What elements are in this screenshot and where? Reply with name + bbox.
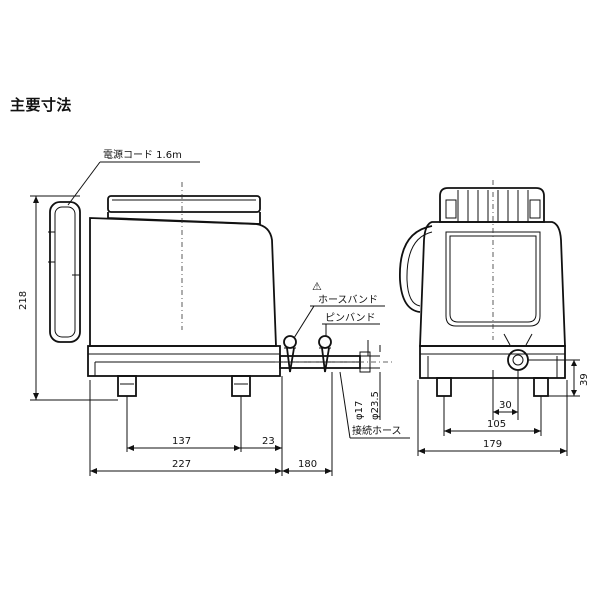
dim-base-length: 137	[126, 396, 242, 452]
front-panel	[445, 231, 541, 327]
dim-base-length-label: 137	[172, 436, 191, 447]
dim-total-length-label: 227	[172, 459, 191, 470]
dim-front-width: 179	[417, 380, 568, 456]
dim-hose-length: 180	[282, 372, 333, 476]
dim-height: 218	[18, 195, 118, 401]
dim-front-inner: 30	[492, 370, 519, 420]
dim-total-length: 227	[89, 380, 282, 476]
connecting-hose-label: 接続ホース	[352, 424, 402, 437]
dim-outlet-height-label: 39	[579, 373, 590, 386]
hose-assembly	[275, 335, 395, 373]
power-cord-coil	[48, 201, 81, 343]
dim-front-foot-span: 105	[443, 396, 542, 436]
dim-outlet-height: 39	[528, 359, 590, 397]
side-view: 電源コード 1.6m	[18, 148, 410, 476]
front-top-cap	[439, 187, 545, 223]
dim-front-foot-span-label: 105	[487, 419, 506, 430]
power-cord-label: 電源コード 1.6m	[103, 148, 182, 161]
dim-hose-length-label: 180	[298, 459, 317, 470]
front-view: 30 105 179 39	[399, 180, 590, 456]
dim-hose-diameter: φ17 φ23.5	[354, 340, 381, 420]
side-foot-right	[231, 375, 251, 397]
front-foot-left	[436, 377, 452, 397]
front-outlet	[503, 333, 533, 371]
diagram-title: 主要寸法	[10, 96, 73, 114]
hose-band-label: ホースバンド	[318, 294, 378, 306]
dim-hose-outer-label: φ23.5	[370, 391, 381, 420]
front-cord	[399, 225, 433, 313]
dim-height-label: 218	[18, 291, 29, 310]
side-foot-left	[117, 375, 137, 397]
pin-band-label: ピンバンド	[325, 312, 376, 324]
connecting-hose-leader	[339, 371, 351, 439]
side-base	[87, 345, 281, 377]
dim-front-inner-label: 30	[499, 400, 512, 411]
front-housing	[419, 221, 566, 347]
front-foot-right	[533, 377, 549, 397]
warning-icon: ⚠	[312, 280, 322, 293]
dim-front-width-label: 179	[483, 439, 502, 450]
dim-base-offset: 23	[241, 376, 283, 476]
dim-hose-inner-label: φ17	[354, 401, 365, 420]
power-cord-leader	[67, 161, 101, 206]
dim-base-offset-label: 23	[262, 436, 275, 447]
side-housing	[89, 217, 277, 347]
